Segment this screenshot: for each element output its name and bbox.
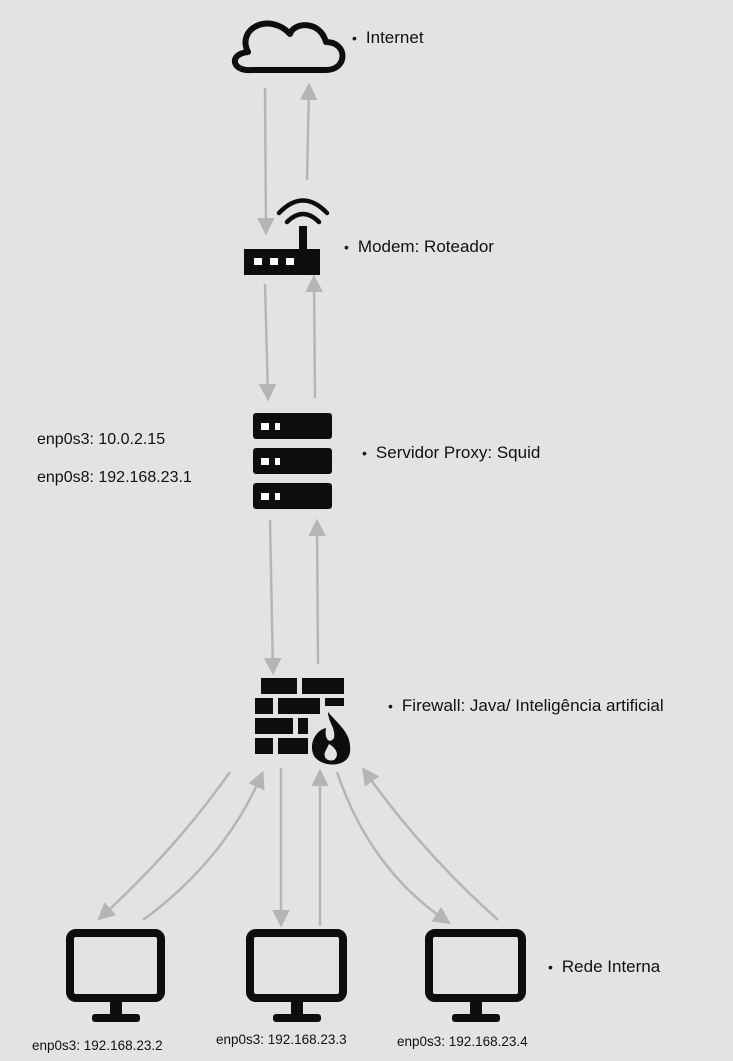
arrow-firewall-to-proxy	[308, 518, 326, 665]
proxy-interface-enp0s3: enp0s3: 10.0.2.15	[37, 431, 166, 448]
connection-arrows	[97, 82, 499, 928]
arrow-firewall-to-host-1	[97, 771, 232, 921]
arrow-host-1-to-firewall	[142, 770, 265, 922]
arrow-proxy-to-modem	[305, 274, 323, 399]
proxy-interface-enp0s8: enp0s8: 192.168.23.1	[37, 469, 192, 486]
host-1-label: enp0s3: 192.168.23.2	[32, 1038, 163, 1053]
host-3-label: enp0s3: 192.168.23.4	[397, 1034, 528, 1049]
modem-label: Modem: Roteador	[344, 237, 494, 257]
monitor-icon	[66, 929, 165, 1022]
host-2-label: enp0s3: 192.168.23.3	[216, 1032, 347, 1047]
cloud-icon	[232, 20, 346, 74]
server-icon	[253, 413, 332, 509]
internal-network-label: Rede Interna	[548, 957, 660, 977]
arrow-internet-to-modem	[257, 87, 275, 236]
arrow-modem-to-internet	[299, 82, 318, 181]
proxy-label: Servidor Proxy: Squid	[362, 443, 540, 463]
arrow-proxy-to-firewall	[263, 519, 282, 676]
monitor-icon	[425, 929, 526, 1022]
arrow-firewall-to-host-3	[335, 771, 451, 924]
internet-label: Internet	[352, 28, 424, 48]
monitor-icon	[246, 929, 347, 1022]
arrow-modem-to-proxy	[258, 283, 277, 402]
firewall-icon	[255, 678, 351, 765]
firewall-label: Firewall: Java/ Inteligência artificial	[388, 696, 664, 716]
arrow-host-3-to-firewall	[361, 767, 499, 921]
router-icon	[244, 198, 330, 275]
